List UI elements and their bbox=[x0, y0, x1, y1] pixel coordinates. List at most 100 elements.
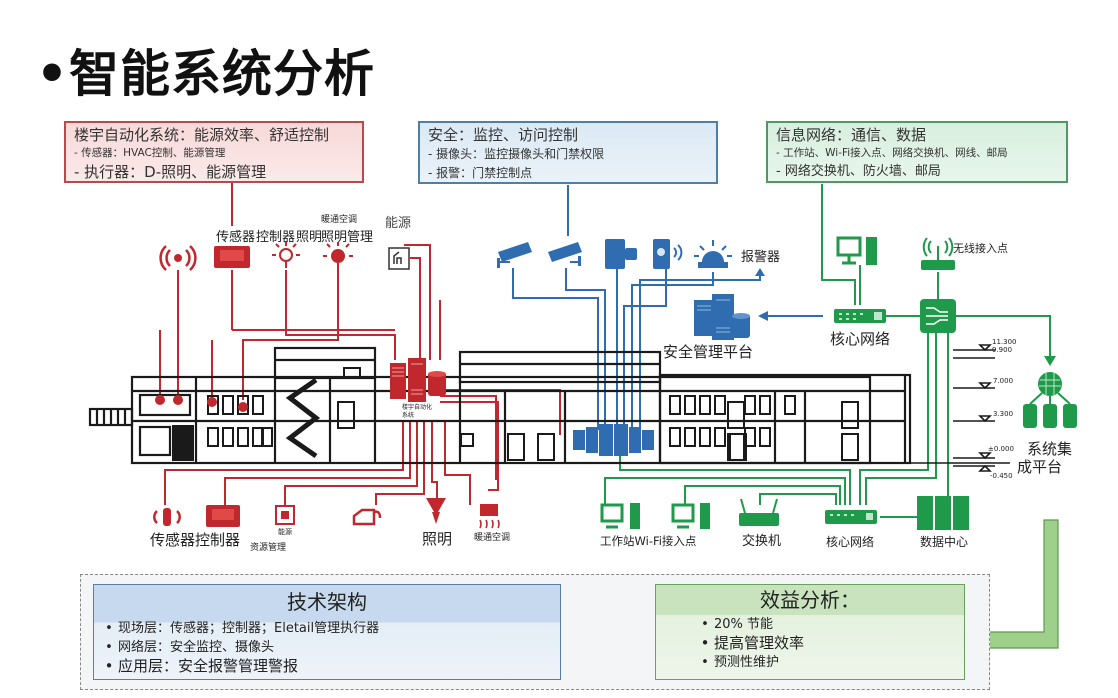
security-server-rack-icon bbox=[573, 424, 654, 456]
label-hvac-top: 暖通空调 bbox=[321, 215, 358, 225]
window bbox=[759, 427, 771, 447]
page-title: •智能系统分析 bbox=[36, 45, 375, 103]
window bbox=[252, 395, 264, 415]
arrow-to-integration bbox=[1044, 356, 1056, 366]
label-core-network-top: 核心网络 bbox=[830, 330, 891, 348]
security-platform-server-icon bbox=[694, 294, 750, 340]
window bbox=[699, 427, 711, 447]
label-core-network-bottom: 核心网络 bbox=[826, 535, 875, 549]
door bbox=[729, 433, 747, 461]
label-alarm: 报警器 bbox=[741, 250, 781, 265]
label-switch: 交换机 bbox=[742, 534, 782, 549]
bas-info-box: 楼宇自动化系统：能源效率、舒适控制 - 传感器：HVAC控制、能源管理 - 执行… bbox=[64, 121, 364, 183]
building-sensor-dots bbox=[155, 395, 248, 412]
bas-line-sensor: - 传感器：HVAC控制、能源管理 bbox=[74, 147, 226, 159]
architecture-item: 网络层：安全监控、摄像头 bbox=[100, 638, 560, 657]
switch-router-icon bbox=[739, 498, 779, 526]
window bbox=[460, 433, 474, 447]
label-controller: 控制器 bbox=[256, 230, 296, 245]
arrow-to-alarm bbox=[755, 268, 765, 276]
energy-meter-icon bbox=[388, 247, 410, 270]
workstation-icon bbox=[671, 503, 710, 529]
bas-server-icon bbox=[390, 358, 446, 402]
doors bbox=[337, 401, 859, 461]
elevation-label: -0.450 bbox=[990, 472, 1013, 480]
window bbox=[237, 427, 249, 447]
label-lighting-bottom: 照明 bbox=[422, 530, 453, 548]
window bbox=[714, 427, 726, 447]
arrow-to-security-platform bbox=[758, 311, 768, 321]
window bbox=[714, 395, 726, 415]
architecture-panel: 技术架构 现场层：传感器；控制器；Eletail管理执行器 网络层：安全监控、摄… bbox=[93, 584, 561, 680]
network-wiring bbox=[604, 184, 1051, 518]
lightbulb-icon bbox=[272, 242, 300, 268]
window bbox=[343, 367, 361, 379]
access-door-icon bbox=[605, 239, 637, 269]
benefits-panel: 效益分析： 20% 节能 提高管理效率 预测性维护 bbox=[655, 584, 965, 680]
bottom-controller-icon bbox=[206, 505, 240, 527]
label-lighting-management: 照明管理 bbox=[321, 230, 374, 245]
label-lighting: 照明 bbox=[296, 230, 323, 245]
elevation-label: 11.300 bbox=[992, 338, 1017, 346]
window bbox=[207, 427, 219, 447]
security-heading: 安全：监控、访问控制 bbox=[428, 126, 579, 144]
window bbox=[261, 427, 273, 447]
ceiling-light-icon bbox=[426, 498, 446, 524]
elevation-label: 9.900 bbox=[992, 346, 1013, 354]
window bbox=[744, 395, 756, 415]
hvac-unit-icon bbox=[479, 504, 500, 529]
actuator-valve-icon bbox=[352, 508, 382, 526]
workstation-icon bbox=[600, 503, 640, 529]
lighting-management-icon bbox=[323, 242, 353, 270]
desktop-computer-icon bbox=[836, 236, 877, 265]
elevation-label: 3.300 bbox=[993, 410, 1014, 418]
datacenter-servers-icon bbox=[917, 496, 969, 530]
label-datacenter: 数据中心 bbox=[920, 535, 969, 549]
door bbox=[537, 433, 555, 461]
benefit-item: 20% 节能 bbox=[696, 615, 964, 634]
dark-stair-block bbox=[172, 425, 194, 461]
cctv-camera-icon bbox=[497, 242, 532, 268]
window bbox=[759, 395, 771, 415]
door bbox=[337, 401, 355, 429]
label-hvac-bottom: 暖通空调 bbox=[474, 533, 511, 543]
alarm-siren-icon bbox=[694, 240, 732, 268]
security-line-alarm: - 报警：门禁控制点 bbox=[428, 166, 533, 180]
stairs bbox=[285, 377, 321, 459]
architecture-heading: 技术架构 bbox=[287, 590, 367, 614]
window bbox=[222, 427, 234, 447]
controller-panel-icon bbox=[214, 246, 250, 268]
window bbox=[669, 395, 681, 415]
bas-wiring bbox=[159, 183, 561, 505]
label-resource-management: 资源管理 bbox=[250, 543, 287, 553]
network-heading: 信息网络：通信、数据 bbox=[776, 126, 927, 144]
label-bas-server: 楼宇自动化系统 bbox=[402, 404, 433, 419]
elevation-markers bbox=[905, 344, 1010, 472]
label-wireless-ap: 无线接入点 bbox=[953, 242, 1008, 255]
label-security-platform: 安全管理平台 bbox=[663, 343, 754, 361]
architecture-item: 应用层：安全报警管理警报 bbox=[100, 657, 560, 676]
chip-icon bbox=[275, 505, 295, 525]
label-energy-bottom: 能源 bbox=[278, 528, 292, 536]
building-section bbox=[88, 346, 912, 465]
cctv-camera-icon bbox=[548, 242, 582, 266]
window bbox=[222, 395, 234, 415]
door bbox=[841, 433, 859, 461]
door bbox=[507, 433, 525, 461]
card-reader-icon bbox=[653, 239, 683, 269]
elevation-label: 7.000 bbox=[993, 377, 1014, 385]
network-info-box: 信息网络：通信、数据 - 工作站、Wi-Fi接入点、网络交换机、网线、邮局 - … bbox=[766, 121, 1068, 183]
security-line-camera: - 摄像头：监控摄像头和门禁权限 bbox=[428, 147, 605, 161]
label-integration-line1: 系统集 bbox=[1027, 440, 1073, 458]
architecture-item: 现场层：传感器；控制器；Eletail管理执行器 bbox=[100, 619, 560, 638]
bottom-sensor-icon bbox=[153, 508, 181, 526]
core-switch-icon bbox=[834, 309, 886, 323]
window bbox=[684, 427, 696, 447]
core-network-switch-icon bbox=[825, 510, 877, 524]
window bbox=[699, 395, 711, 415]
elevation-label: ±0.000 bbox=[988, 445, 1014, 453]
security-info-box: 安全：监控、访问控制 - 摄像头：监控摄像头和门禁权限 - 报警：门禁控制点 bbox=[418, 121, 718, 184]
label-energy-top: 能源 bbox=[385, 216, 412, 231]
benefit-item: 提高管理效率 bbox=[696, 634, 964, 653]
